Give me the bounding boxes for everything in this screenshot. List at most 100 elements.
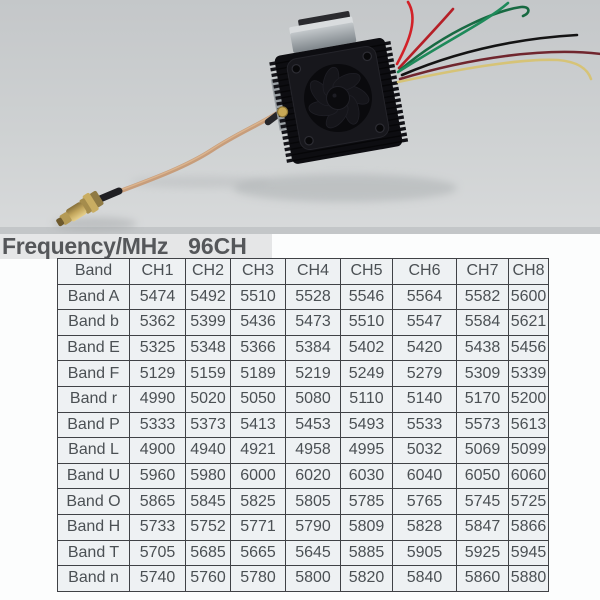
freq-cell: 5925 [456, 539, 509, 567]
freq-cell: 5170 [456, 385, 509, 413]
freq-cell: 4921 [230, 437, 286, 464]
freq-cell: 5809 [340, 513, 393, 541]
freq-cell: 5573 [456, 411, 509, 439]
freq-cell: 5140 [392, 385, 457, 413]
freq-cell: 6040 [392, 462, 457, 490]
freq-cell: 5129 [129, 360, 186, 387]
freq-cell: 5885 [340, 539, 393, 567]
freq-cell: 5733 [129, 513, 186, 541]
band-cell: Band H [57, 513, 130, 541]
freq-cell: 5339 [508, 360, 549, 387]
wire-maroon [398, 50, 600, 81]
freq-cell: 5760 [185, 565, 231, 592]
fan-hub [326, 86, 350, 110]
wire-black [400, 33, 579, 77]
freq-cell: 5413 [230, 411, 286, 439]
freq-cell: 5399 [185, 309, 231, 336]
freq-cell: 5600 [508, 283, 549, 311]
freq-cell: 5805 [285, 488, 341, 515]
freq-cell: 5547 [392, 309, 457, 336]
freq-cell: 4900 [129, 437, 186, 464]
freq-cell: 5860 [456, 565, 509, 592]
band-cell: Band F [57, 360, 130, 387]
table-header-cell: CH5 [340, 258, 393, 285]
freq-cell: 5438 [456, 334, 509, 362]
freq-cell: 5309 [456, 360, 509, 387]
freq-cell: 5960 [129, 462, 186, 490]
screw-hole-bl [304, 135, 314, 146]
band-cell: Band O [57, 488, 130, 515]
freq-cell: 4940 [185, 437, 231, 464]
freq-cell: 5613 [508, 411, 549, 439]
wire-harness [395, 0, 600, 84]
band-cell: Band b [57, 309, 130, 336]
freq-cell: 5099 [508, 437, 549, 464]
freq-cell: 5533 [392, 411, 457, 439]
band-cell: Band n [57, 565, 130, 592]
freq-cell: 5847 [456, 513, 509, 541]
rf-output-connector [276, 106, 289, 118]
freq-cell: 5765 [392, 488, 457, 515]
freq-cell: 5790 [285, 513, 341, 541]
band-cell: Band T [57, 539, 130, 567]
freq-cell: 5621 [508, 309, 549, 336]
freq-cell: 5362 [129, 309, 186, 336]
freq-cell: 5865 [129, 488, 186, 515]
freq-cell: 5905 [392, 539, 457, 567]
freq-cell: 5800 [285, 565, 341, 592]
band-cell: Band U [57, 462, 130, 490]
screw-hole-tl [291, 63, 302, 74]
band-cell: Band A [57, 283, 130, 311]
freq-cell: 5200 [508, 385, 549, 413]
vtx-module [269, 11, 409, 164]
freq-cell: 6000 [230, 462, 286, 490]
band-cell: Band E [57, 334, 130, 362]
freq-cell: 5725 [508, 488, 549, 515]
freq-cell: 5564 [392, 283, 457, 311]
cooling-fan [304, 64, 372, 132]
freq-cell: 5740 [129, 565, 186, 592]
freq-cell: 5032 [392, 437, 457, 464]
freq-cell: 5493 [340, 411, 393, 439]
channel-count-label: 96CH [188, 233, 247, 259]
freq-cell: 5780 [230, 565, 286, 592]
freq-cell: 5456 [508, 334, 549, 362]
screw-hole-br [375, 123, 385, 133]
freq-cell: 6060 [508, 462, 549, 490]
freq-cell: 5453 [285, 411, 341, 439]
table-header-cell: CH2 [185, 258, 231, 285]
freq-cell: 5685 [185, 539, 231, 567]
freq-cell: 5279 [392, 360, 457, 387]
freq-cell: 5546 [340, 283, 393, 311]
freq-cell: 5159 [185, 360, 231, 387]
title-bar: Frequency/MHz 96CH [0, 233, 272, 259]
freq-cell: 5665 [230, 539, 286, 567]
freq-cell: 5510 [230, 283, 286, 311]
freq-cell: 5584 [456, 309, 509, 336]
table-header-cell: CH6 [392, 258, 457, 285]
freq-cell: 5492 [185, 283, 231, 311]
cable-shadow [130, 176, 270, 188]
freq-cell: 5825 [230, 488, 286, 515]
table-header-cell: CH1 [129, 258, 186, 285]
freq-cell: 5840 [392, 565, 457, 592]
freq-cell: 5752 [185, 513, 231, 541]
freq-cell: 4958 [285, 437, 341, 464]
freq-cell: 5880 [508, 565, 549, 592]
screw-hole-tr [362, 51, 373, 62]
freq-cell: 5325 [129, 334, 186, 362]
freq-cell: 5384 [285, 334, 341, 362]
band-cell: Band L [57, 437, 130, 464]
freq-cell: 5845 [185, 488, 231, 515]
wire-teal-green [396, 1, 510, 74]
freq-cell: 5866 [508, 513, 549, 541]
